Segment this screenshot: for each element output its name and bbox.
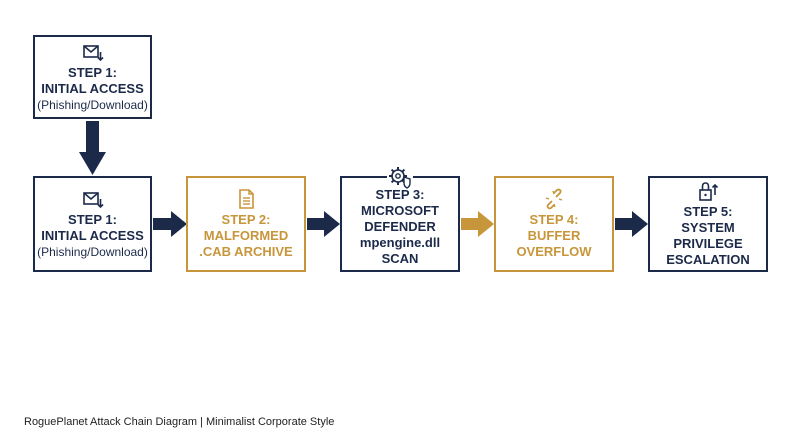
step-title-line-2: .CAB ARCHIVE — [199, 244, 293, 259]
step-title: MALFORMED — [203, 228, 289, 243]
step-title-line-2: OVERFLOW — [516, 244, 592, 259]
step-5-box: STEP 5: SYSTEM PRIVILEGE ESCALATION — [648, 176, 768, 272]
gear-shield-icon — [387, 165, 413, 189]
step-label: STEP 4: — [529, 212, 579, 227]
mail-download-icon — [82, 188, 104, 210]
step-title: SYSTEM — [681, 220, 735, 235]
step-title: MICROSOFT — [361, 203, 439, 218]
arrow-right — [615, 211, 648, 237]
step-label: STEP 1: — [68, 65, 117, 80]
step-1-top-box: STEP 1: INITIAL ACCESS (Phishing/Downloa… — [33, 35, 152, 119]
unlock-arrow-icon — [697, 180, 719, 202]
mail-download-icon — [82, 41, 104, 63]
step-2-box: STEP 2: MALFORMED .CAB ARCHIVE — [186, 176, 306, 272]
step-label: STEP 5: — [683, 204, 733, 219]
step-title: INITIAL ACCESS — [41, 228, 144, 243]
step-title-line-4: SCAN — [381, 251, 419, 266]
step-label: STEP 2: — [221, 212, 271, 227]
step-title-line-2: DEFENDER — [364, 219, 436, 234]
step-1-box: STEP 1: INITIAL ACCESS (Phishing/Downloa… — [33, 176, 152, 272]
arrow-right — [153, 211, 187, 237]
step-subtitle: (Phishing/Download) — [37, 98, 148, 112]
broken-link-icon — [543, 188, 565, 210]
arrow-right-gold — [461, 211, 494, 237]
step-title: INITIAL ACCESS — [41, 81, 144, 96]
step-label: STEP 1: — [68, 212, 117, 227]
step-4-box: STEP 4: BUFFER OVERFLOW — [494, 176, 614, 272]
step-title-line-3: ESCALATION — [666, 252, 750, 267]
arrow-down — [79, 121, 106, 175]
arrow-right — [307, 211, 340, 237]
step-title-line-3: mpengine.dll — [359, 235, 441, 250]
step-subtitle: (Phishing/Download) — [37, 245, 148, 259]
step-title: BUFFER — [527, 228, 581, 243]
document-icon — [235, 188, 257, 210]
step-label: STEP 3: — [375, 187, 425, 202]
step-title-line-2: PRIVILEGE — [673, 236, 743, 251]
diagram-caption: RoguePlanet Attack Chain Diagram | Minim… — [24, 416, 335, 428]
step-3-box: STEP 3: MICROSOFT DEFENDER mpengine.dll … — [340, 165, 460, 272]
